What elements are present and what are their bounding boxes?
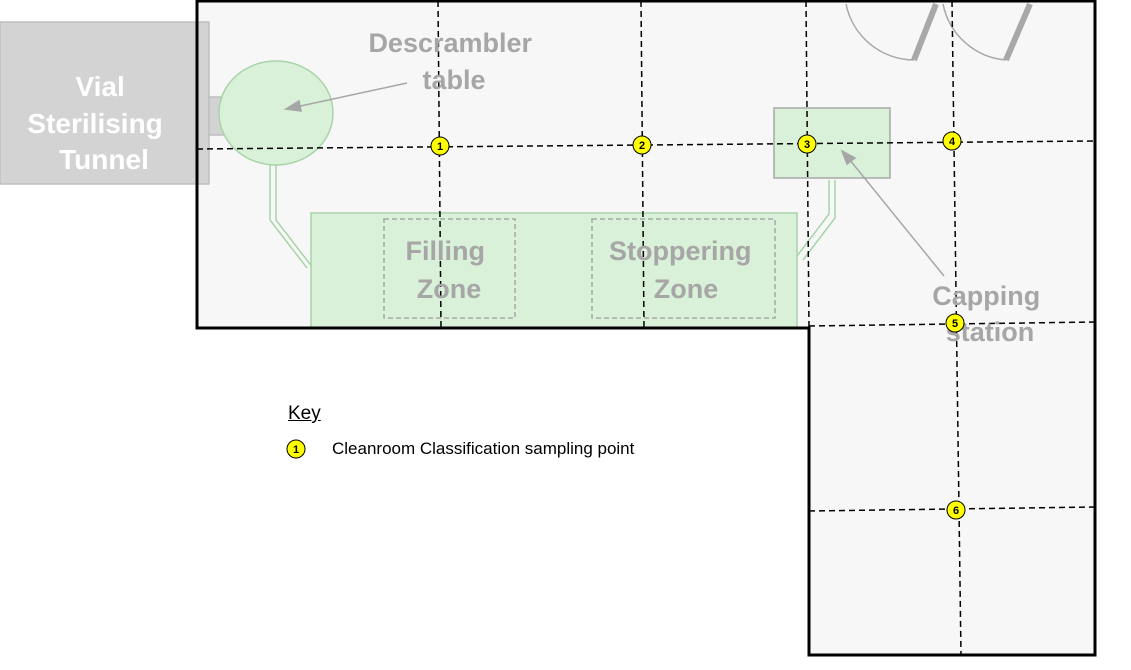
sampling-point-6: 6 [946,500,966,520]
svg-text:Filling Zone: Filling Zone [406,236,493,304]
infeed-conveyor [269,165,314,269]
sampling-point-2: 2 [632,135,652,155]
sampling-point-4-label: 4 [949,136,956,148]
filling-line-block [310,212,798,329]
capping-label-line1: Capping [932,281,1040,311]
room-walls [195,0,1097,657]
descrambler-table [218,60,334,166]
annotation-arrows [283,82,945,277]
descrambler-label-line2: table [422,65,485,95]
tunnel-label-line3: Tunnel [59,144,149,175]
stoppering-zone-label-line1: Stoppering [609,236,752,266]
filling-zone-label-line1: Filling [406,236,485,266]
tunnel-label-line1: Vial [75,71,124,102]
sampling-point-5: 5 [945,313,965,333]
sampling-point-4: 4 [942,131,962,151]
sampling-point-3-label: 3 [804,139,810,151]
svg-text:Stoppering Zone: Stoppering Zone [609,236,759,304]
filling-zone-label-line2: Zone [417,274,482,304]
stoppering-zone [591,218,776,319]
key-marker-label: 1 [293,444,299,456]
doors [845,2,1033,62]
tunnel-label-line2: Sterilising [27,108,162,139]
sampling-point-6-label: 6 [953,505,959,517]
sampling-point-2-label: 2 [639,140,645,152]
svg-text:Vial Sterilising Tunne: Vial Sterilising Tunnel [27,71,170,175]
stoppering-zone-label-line2: Zone [654,274,719,304]
filling-zone [383,218,516,319]
sampling-point-1-label: 1 [437,141,443,153]
descrambler-label-line1: Descrambler [368,28,532,58]
key-marker: 1 [286,439,306,459]
key-title: Key [288,403,321,424]
sampling-point-1: 1 [430,136,450,156]
sterilising-tunnel [0,21,210,185]
sampling-point-5-label: 5 [952,318,958,330]
sampling-point-3: 3 [797,134,817,154]
key-description: Cleanroom Classification sampling point [332,439,635,458]
svg-text:Descrambler table: Descrambler table [368,28,539,95]
